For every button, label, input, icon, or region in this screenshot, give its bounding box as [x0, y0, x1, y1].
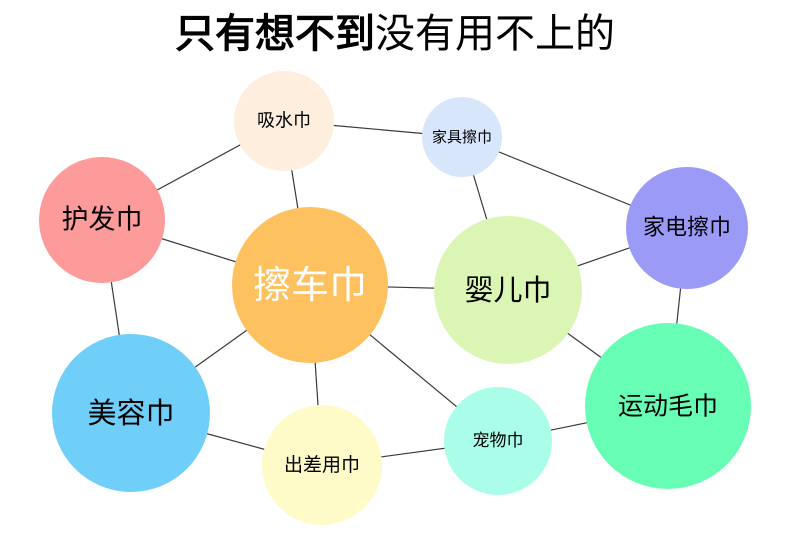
- node-circle-cheche: [232, 207, 388, 363]
- node-label-xishuijin: 吸水巾: [257, 111, 311, 132]
- node-label-chongwu: 宠物巾: [473, 431, 524, 451]
- node-circle-chucha: [262, 405, 382, 525]
- node-jiadian: 家电擦巾: [626, 167, 748, 289]
- node-circle-jiadian: [626, 167, 748, 289]
- node-circle-meirong: [52, 334, 210, 492]
- node-cheche: 擦车巾: [232, 207, 388, 363]
- node-label-jiadian: 家电擦巾: [643, 216, 731, 241]
- node-xishuijin: 吸水巾: [234, 71, 334, 171]
- title-bold: 只有想不到: [175, 11, 375, 57]
- node-hufa: 护发巾: [39, 157, 165, 283]
- node-yinger: 婴儿巾: [434, 216, 582, 364]
- node-label-hufa: 护发巾: [62, 205, 143, 236]
- node-circle-jiaju: [422, 97, 502, 177]
- node-circle-chongwu: [444, 387, 552, 495]
- node-chucha: 出差用巾: [262, 405, 382, 525]
- node-circle-xishuijin: [234, 71, 334, 171]
- title-normal: 没有用不上的: [375, 11, 615, 57]
- node-meirong: 美容巾: [52, 334, 210, 492]
- node-label-cheche: 擦车巾: [253, 263, 367, 307]
- node-circle-yundong: [585, 323, 751, 489]
- node-label-meirong: 美容巾: [87, 396, 174, 430]
- node-chongwu: 宠物巾: [444, 387, 552, 495]
- node-label-yinger: 婴儿巾: [464, 273, 551, 307]
- node-label-yundong: 运动毛巾: [618, 392, 718, 421]
- node-yundong: 运动毛巾: [585, 323, 751, 489]
- node-circle-yinger: [434, 216, 582, 364]
- node-label-jiaju: 家具擦巾: [432, 128, 492, 146]
- node-circle-hufa: [39, 157, 165, 283]
- page-title: 只有想不到没有用不上的: [0, 8, 790, 60]
- node-label-chucha: 出差用巾: [284, 454, 360, 476]
- node-jiaju: 家具擦巾: [422, 97, 502, 177]
